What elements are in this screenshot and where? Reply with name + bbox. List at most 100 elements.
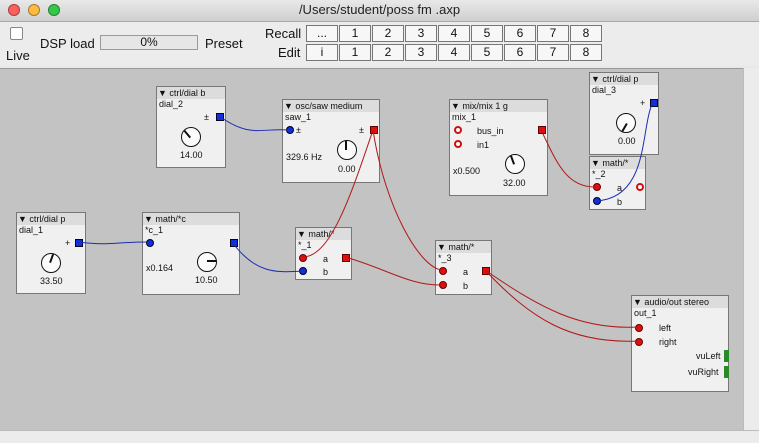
inlet-pin[interactable] <box>593 197 601 205</box>
inlet-label: b <box>463 281 469 291</box>
dial-value: 33.50 <box>40 276 63 286</box>
edit-cell[interactable]: 3 <box>405 44 437 61</box>
recall-cell[interactable]: 6 <box>504 25 536 42</box>
zoom-button[interactable] <box>48 4 60 16</box>
object-header[interactable]: ▼ ctrl/dial b <box>157 87 225 99</box>
dial-knob[interactable] <box>505 154 525 174</box>
recall-cell[interactable]: 5 <box>471 25 503 42</box>
dial-knob[interactable] <box>616 113 636 133</box>
inlet-pin[interactable] <box>635 338 643 346</box>
object-math-mul[interactable]: ▼ math/* *_1 a b <box>295 227 352 280</box>
edit-label: Edit <box>278 45 301 60</box>
recall-cell[interactable]: ... <box>306 25 338 42</box>
object-osc-saw[interactable]: ▼ osc/saw medium saw_1 ± ± 329.6 Hz 0.00 <box>282 99 380 183</box>
object-dial-b[interactable]: ▼ ctrl/dial b dial_2 ± 14.00 <box>156 86 226 168</box>
instance-name: dial_1 <box>19 225 44 235</box>
object-header[interactable]: ▼ math/*c <box>143 213 239 225</box>
outlet-label: + <box>640 98 646 108</box>
object-math-mul[interactable]: ▼ math/* *_2 a b <box>589 156 646 210</box>
edit-cell[interactable]: 6 <box>504 44 536 61</box>
outlet-pin[interactable] <box>370 126 378 134</box>
window-title: /Users/student/poss fm .axp <box>298 2 461 17</box>
frequency-readout: 329.6 Hz <box>286 152 323 162</box>
instance-name: dial_2 <box>159 99 184 109</box>
object-math-mul[interactable]: ▼ math/* *_3 a b <box>435 240 492 295</box>
recall-label: Recall <box>265 26 302 41</box>
object-dial-p[interactable]: ▼ ctrl/dial p dial_3 + 0.00 <box>589 72 659 155</box>
multiplier-value: x0.164 <box>146 263 174 273</box>
edit-cell[interactable]: 1 <box>339 44 371 61</box>
dial-knob[interactable] <box>337 140 357 160</box>
outlet-pin[interactable] <box>482 267 490 275</box>
inlet-pin[interactable] <box>286 126 294 134</box>
outlet-label: ± <box>359 125 364 135</box>
outlet-label: ± <box>204 112 209 122</box>
object-dial-p[interactable]: ▼ ctrl/dial p dial_1 + 33.50 <box>16 212 86 294</box>
object-header[interactable]: ▼ math/* <box>296 228 351 240</box>
dial-knob[interactable] <box>181 127 201 147</box>
edit-cell[interactable]: 4 <box>438 44 470 61</box>
inlet-label: in1 <box>477 140 490 150</box>
instance-name: *_2 <box>592 169 606 179</box>
outlet-pin[interactable] <box>650 99 658 107</box>
horizontal-scrollbar[interactable] <box>0 430 759 443</box>
dsp-load-label: DSP load <box>40 36 95 51</box>
instance-name: dial_3 <box>592 85 617 95</box>
inlet-label: ± <box>296 125 301 135</box>
multiplier-value: x0.500 <box>453 166 481 176</box>
vu-left-label: vuLeft <box>696 351 721 361</box>
object-header[interactable]: ▼ audio/out stereo <box>632 296 728 308</box>
edit-cell[interactable]: 5 <box>471 44 503 61</box>
outlet-label: + <box>65 238 71 248</box>
close-button[interactable] <box>8 4 20 16</box>
edit-cell[interactable]: 8 <box>570 44 602 61</box>
minimize-button[interactable] <box>28 4 40 16</box>
outlet-pin[interactable] <box>538 126 546 134</box>
dial-value: 10.50 <box>195 275 218 285</box>
outlet-pin[interactable] <box>75 239 83 247</box>
vu-right-label: vuRight <box>688 367 719 377</box>
object-audio-out[interactable]: ▼ audio/out stereo out_1 left right vuLe… <box>631 295 729 392</box>
object-header[interactable]: ▼ osc/saw medium <box>283 100 379 112</box>
dial-knob[interactable] <box>197 252 217 272</box>
instance-name: *_1 <box>298 240 312 250</box>
inlet-label: b <box>617 197 623 207</box>
object-header[interactable]: ▼ ctrl/dial p <box>590 73 658 85</box>
inlet-pin[interactable] <box>635 324 643 332</box>
outlet-pin[interactable] <box>216 113 224 121</box>
recall-cell[interactable]: 1 <box>339 25 371 42</box>
object-header[interactable]: ▼ mix/mix 1 g <box>450 100 547 112</box>
live-checkbox[interactable] <box>10 27 23 40</box>
inlet-pin[interactable] <box>439 281 447 289</box>
inlet-pin[interactable] <box>299 254 307 262</box>
object-mix[interactable]: ▼ mix/mix 1 g mix_1 bus_in in1 x0.500 32… <box>449 99 548 196</box>
edit-cell[interactable]: i <box>306 44 338 61</box>
recall-cell[interactable]: 8 <box>570 25 602 42</box>
edit-cell[interactable]: 2 <box>372 44 404 61</box>
inlet-pin[interactable] <box>593 183 601 191</box>
edit-cell[interactable]: 7 <box>537 44 569 61</box>
inlet-pin[interactable] <box>146 239 154 247</box>
inlet-pin[interactable] <box>439 267 447 275</box>
recall-cell[interactable]: 2 <box>372 25 404 42</box>
inlet-label: a <box>323 254 329 264</box>
object-header[interactable]: ▼ math/* <box>436 241 491 253</box>
inlet-pin[interactable] <box>454 126 462 134</box>
inlet-pin[interactable] <box>299 267 307 275</box>
object-header[interactable]: ▼ math/* <box>590 157 645 169</box>
outlet-pin[interactable] <box>636 183 644 191</box>
object-header[interactable]: ▼ ctrl/dial p <box>17 213 85 225</box>
object-math-mulc[interactable]: ▼ math/*c *c_1 x0.164 10.50 <box>142 212 240 295</box>
instance-name: *c_1 <box>145 225 164 235</box>
recall-cell[interactable]: 3 <box>405 25 437 42</box>
inlet-pin[interactable] <box>454 140 462 148</box>
outlet-pin[interactable] <box>230 239 238 247</box>
outlet-pin[interactable] <box>342 254 350 262</box>
vertical-scrollbar[interactable] <box>743 68 759 430</box>
recall-cell[interactable]: 4 <box>438 25 470 42</box>
dial-knob[interactable] <box>41 253 61 273</box>
inlet-label: a <box>463 267 469 277</box>
inlet-label: left <box>659 323 672 333</box>
recall-cell[interactable]: 7 <box>537 25 569 42</box>
live-label: Live <box>6 48 30 63</box>
